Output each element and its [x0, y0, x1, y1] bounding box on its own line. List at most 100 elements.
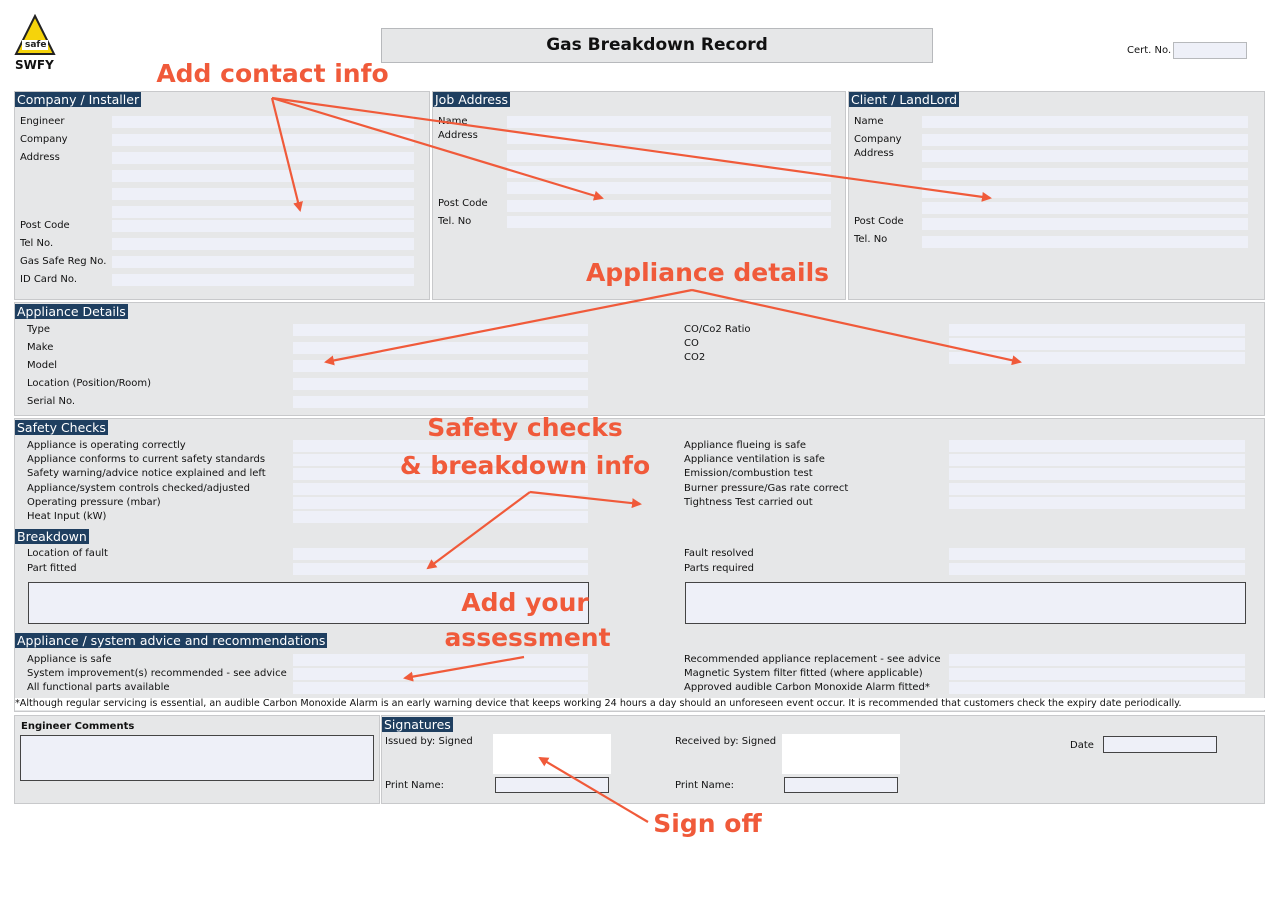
- serial-field[interactable]: [293, 396, 588, 408]
- co-label: CO: [684, 338, 699, 349]
- co-alarm-fitted-field[interactable]: [949, 682, 1245, 694]
- client-postcode-field[interactable]: [922, 218, 1248, 230]
- ventilation-safe-field[interactable]: [949, 454, 1245, 466]
- address-field-1[interactable]: [112, 152, 414, 164]
- engineer-field[interactable]: [112, 116, 414, 128]
- company-field[interactable]: [112, 134, 414, 146]
- annotation-safety-2: & breakdown info: [399, 451, 651, 480]
- id-card-field[interactable]: [112, 274, 414, 286]
- type-label: Type: [27, 324, 50, 335]
- filter-fitted-field[interactable]: [949, 668, 1245, 680]
- flueing-safe-field[interactable]: [949, 440, 1245, 452]
- breakdown-header: Breakdown: [15, 529, 89, 544]
- operating-pressure-field[interactable]: [293, 497, 588, 509]
- operating-correctly-field[interactable]: [293, 440, 588, 452]
- co2-field[interactable]: [949, 352, 1245, 364]
- address-field-4[interactable]: [112, 206, 414, 218]
- parts-required-label: Parts required: [684, 563, 755, 574]
- signatures-header: Signatures: [382, 717, 453, 732]
- conforms-standards-field[interactable]: [293, 454, 588, 466]
- comments-field[interactable]: [20, 735, 374, 781]
- controls-checked-field[interactable]: [293, 483, 588, 495]
- print-name-label-2: Print Name:: [675, 780, 735, 791]
- client-tel-field[interactable]: [922, 236, 1248, 248]
- postcode-field[interactable]: [112, 220, 414, 232]
- warning-notice-field[interactable]: [293, 468, 588, 480]
- job-tel-field[interactable]: [507, 216, 831, 228]
- address-label: Address: [20, 152, 60, 163]
- company-header: Company / Installer: [15, 92, 142, 107]
- address-field-2[interactable]: [112, 170, 414, 182]
- address-field-3[interactable]: [112, 188, 414, 200]
- tightness-test-field[interactable]: [949, 497, 1245, 509]
- parts-required-field[interactable]: [949, 563, 1245, 575]
- client-address-field-4[interactable]: [922, 202, 1248, 214]
- burner-pressure-label: Burner pressure/Gas rate correct: [684, 483, 849, 494]
- emission-test-label: Emission/combustion test: [684, 468, 813, 479]
- make-field[interactable]: [293, 342, 588, 354]
- type-field[interactable]: [293, 324, 588, 336]
- gas-safe-triangle-icon: [14, 13, 56, 55]
- print-name-field-1[interactable]: [495, 777, 609, 793]
- co-alarm-fitted-label: Approved audible Carbon Monoxide Alarm f…: [684, 682, 930, 693]
- client-company-label: Company: [854, 134, 902, 145]
- job-postcode-label: Post Code: [438, 198, 488, 209]
- gas-safe-reg-field[interactable]: [112, 256, 414, 268]
- heat-input-field[interactable]: [293, 511, 588, 523]
- make-label: Make: [27, 342, 54, 353]
- job-name-field[interactable]: [507, 116, 831, 128]
- replacement-recommended-field[interactable]: [949, 654, 1245, 666]
- print-name-field-2[interactable]: [784, 777, 898, 793]
- date-field[interactable]: [1103, 736, 1217, 753]
- burner-pressure-field[interactable]: [949, 483, 1245, 495]
- part-fitted-field[interactable]: [293, 563, 588, 575]
- job-address-field-4[interactable]: [507, 182, 831, 194]
- client-address-field-3[interactable]: [922, 186, 1248, 198]
- improvement-recommended-field[interactable]: [293, 668, 588, 680]
- received-signature-pad[interactable]: [782, 734, 900, 774]
- job-postcode-field[interactable]: [507, 200, 831, 212]
- serial-label: Serial No.: [27, 396, 76, 407]
- location-of-fault-field[interactable]: [293, 548, 588, 560]
- emission-test-field[interactable]: [949, 468, 1245, 480]
- safety-header: Safety Checks: [15, 420, 108, 435]
- gas-safe-logo: safe SWFY: [14, 13, 56, 74]
- job-address-field-1[interactable]: [507, 132, 831, 144]
- breakdown-notes-left[interactable]: [28, 582, 589, 624]
- issued-by-label: Issued by: Signed: [385, 736, 473, 747]
- co-alarm-footnote: *Although regular servicing is essential…: [15, 698, 1265, 710]
- location-label: Location (Position/Room): [27, 378, 152, 389]
- job-header: Job Address: [433, 92, 511, 107]
- fault-resolved-field[interactable]: [949, 548, 1245, 560]
- location-field[interactable]: [293, 378, 588, 390]
- advice-header: Appliance / system advice and recommenda…: [15, 633, 328, 648]
- tel-field[interactable]: [112, 238, 414, 250]
- job-tel-label: Tel. No: [438, 216, 472, 227]
- model-field[interactable]: [293, 360, 588, 372]
- job-address-field-3[interactable]: [507, 166, 831, 178]
- co-field[interactable]: [949, 338, 1245, 350]
- cert-no-field[interactable]: [1173, 42, 1247, 59]
- co2-label: CO2: [684, 352, 706, 363]
- parts-available-field[interactable]: [293, 682, 588, 694]
- client-name-field[interactable]: [922, 116, 1248, 128]
- co-co2-ratio-field[interactable]: [949, 324, 1245, 336]
- client-address-label: Address: [854, 148, 894, 159]
- breakdown-notes-right[interactable]: [685, 582, 1246, 624]
- client-name-label: Name: [854, 116, 884, 127]
- comments-header: Engineer Comments: [21, 721, 135, 732]
- client-address-field-1[interactable]: [922, 150, 1248, 162]
- gas-safe-reg-label: Gas Safe Reg No.: [20, 256, 107, 267]
- engineer-label: Engineer: [20, 116, 65, 127]
- cert-no-label: Cert. No.: [1127, 45, 1172, 56]
- issued-signature-pad[interactable]: [493, 734, 611, 774]
- co-co2-ratio-label: CO/Co2 Ratio: [684, 324, 751, 335]
- client-company-field[interactable]: [922, 134, 1248, 146]
- operating-pressure-label: Operating pressure (mbar): [27, 497, 161, 508]
- flueing-safe-label: Appliance flueing is safe: [684, 440, 806, 451]
- job-address-field-2[interactable]: [507, 150, 831, 162]
- appliance-safe-label: Appliance is safe: [27, 654, 112, 665]
- fault-resolved-label: Fault resolved: [684, 548, 754, 559]
- client-address-field-2[interactable]: [922, 168, 1248, 180]
- parts-available-label: All functional parts available: [27, 682, 170, 693]
